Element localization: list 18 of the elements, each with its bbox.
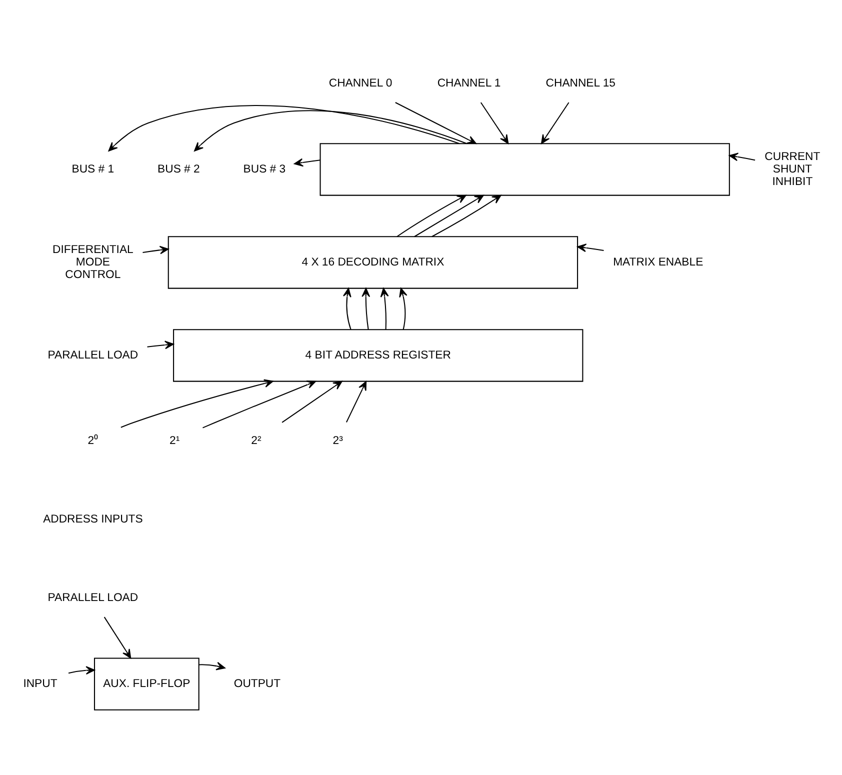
node-text: INPUT — [23, 678, 58, 690]
node-text: 2³ — [332, 435, 343, 448]
node-text: CHANNEL 0 — [328, 78, 392, 90]
node-text: 2¹ — [170, 435, 180, 448]
node-text: CHANNEL 15 — [546, 78, 616, 90]
label: ADDRESS INPUTS — [43, 514, 143, 526]
node-text: BUS # 2 — [158, 163, 200, 176]
node-text: PARALLEL LOAD — [48, 592, 138, 604]
node-text: MATRIX ENABLE — [613, 256, 704, 268]
node-text: OUTPUT — [234, 678, 281, 690]
node-text: CHANNEL 1 — [437, 78, 501, 90]
node-text: PARALLEL LOAD — [48, 349, 138, 362]
node-text: 2² — [251, 435, 262, 448]
node-text: DIFFERENTIAL MODE CONTROL — [52, 244, 134, 281]
node-text: CURRENT SHUNT INHIBIT — [764, 150, 820, 188]
node-text: 2⁰ — [88, 435, 98, 448]
node-text: BUS # 1 — [72, 163, 114, 176]
node-text: BUS # 3 — [243, 163, 286, 176]
